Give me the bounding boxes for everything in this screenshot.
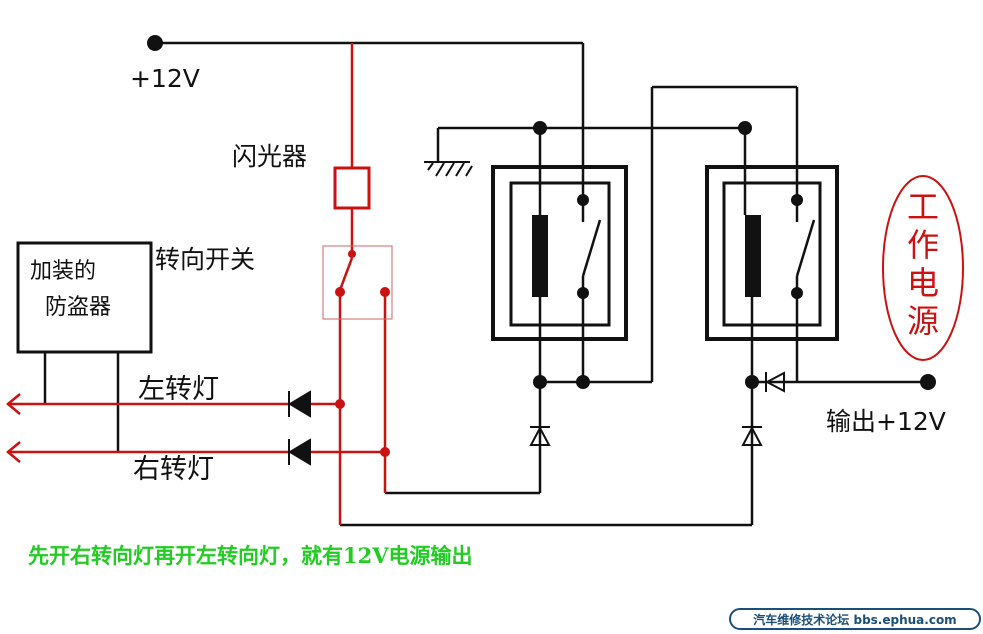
relay2-inner-frame bbox=[722, 181, 822, 327]
relay-1 bbox=[491, 165, 628, 341]
relay2-switch-blade bbox=[795, 219, 816, 277]
work-power-char-2: 作 bbox=[907, 226, 939, 264]
relay2-housing bbox=[705, 165, 839, 341]
left-turn-diode bbox=[288, 390, 311, 418]
left-turn-arrow bbox=[6, 393, 21, 415]
right-turn-label: 右转灯 bbox=[133, 454, 214, 485]
relay-2 bbox=[705, 165, 839, 341]
lamp-arrows bbox=[6, 393, 21, 463]
right-turn-diode bbox=[288, 438, 311, 466]
turn-switch-label: 转向开关 bbox=[155, 245, 255, 274]
work-power-char-4: 源 bbox=[907, 302, 939, 340]
flasher-label: 闪光器 bbox=[232, 142, 307, 171]
flasher-box bbox=[333, 166, 371, 210]
work-power-char-1: 工 bbox=[907, 188, 939, 226]
work-power-oval bbox=[882, 175, 964, 361]
work-power-char-3: 电 bbox=[907, 264, 939, 302]
turn-switch-contacts bbox=[335, 250, 390, 457]
relay1-diode bbox=[529, 425, 551, 446]
supply-label: +12V bbox=[130, 64, 200, 93]
left-turn-label: 左转灯 bbox=[138, 374, 219, 405]
ground-symbol bbox=[424, 161, 473, 177]
relay2-diode bbox=[741, 425, 763, 446]
output-label: 输出+12V bbox=[826, 407, 946, 436]
relay1-switch-blade bbox=[581, 219, 602, 277]
turn-switch-lever bbox=[338, 257, 354, 291]
supply-terminal bbox=[147, 35, 163, 51]
output-diode bbox=[764, 371, 785, 393]
footer-badge bbox=[729, 608, 981, 630]
relay2-coil bbox=[745, 215, 761, 297]
junction-dots bbox=[147, 35, 936, 390]
relay1-coil bbox=[532, 215, 548, 297]
footer-text: 汽车维修技术论坛 bbs.ephua.com bbox=[753, 612, 956, 627]
black-diodes bbox=[529, 371, 785, 446]
instruction-text: 先开右转向灯再开左转向灯，就有12V电源输出 bbox=[28, 543, 473, 568]
anti-theft-label-line1: 加装的 bbox=[30, 259, 96, 284]
turn-switch-box bbox=[322, 245, 393, 320]
relay1-inner-frame bbox=[509, 181, 611, 327]
anti-theft-label-line2: 防盗器 bbox=[45, 295, 111, 320]
anti-theft-box bbox=[16, 241, 153, 354]
output-terminal bbox=[920, 374, 936, 390]
lamp-diodes bbox=[288, 390, 311, 466]
right-turn-arrow bbox=[6, 441, 21, 463]
black-wiring bbox=[43, 41, 928, 527]
relay1-housing bbox=[491, 165, 628, 341]
red-wiring bbox=[8, 43, 387, 525]
